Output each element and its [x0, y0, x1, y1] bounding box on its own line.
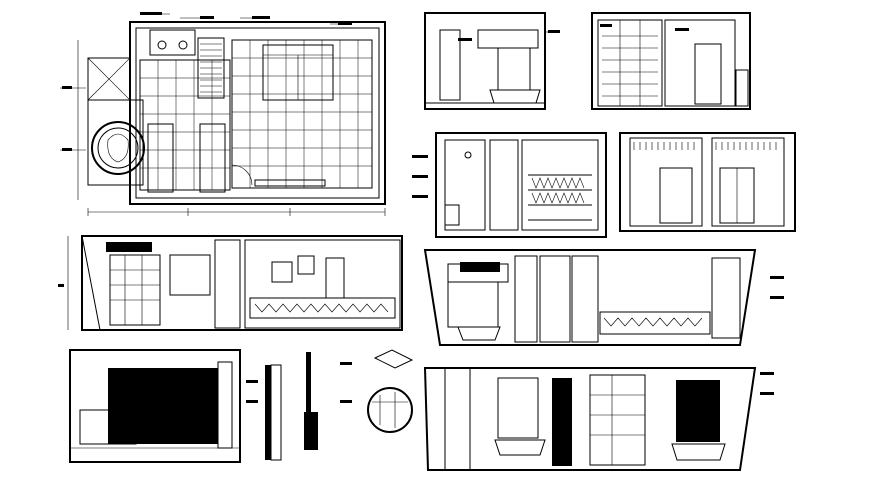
plan-tile-grid	[231, 39, 373, 189]
detail-sections	[265, 349, 414, 461]
elevation-a	[424, 12, 560, 110]
elevation-h	[423, 367, 774, 471]
floor-plan	[60, 12, 386, 216]
elevation-e	[58, 235, 403, 331]
elevation-d	[619, 132, 796, 232]
elevation-b	[591, 12, 751, 110]
elevation-f	[423, 249, 784, 346]
elevation-g	[69, 349, 258, 463]
elevation-c	[412, 132, 607, 238]
bath-tile-grid	[139, 59, 231, 191]
